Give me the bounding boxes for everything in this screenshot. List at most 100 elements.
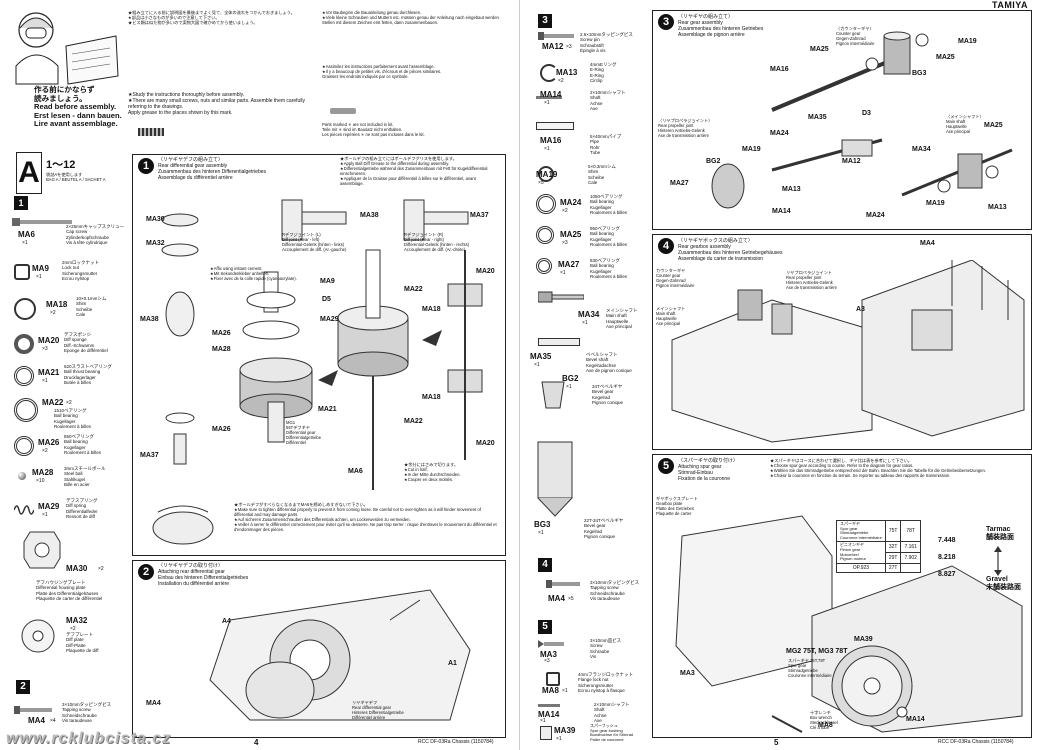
part-code: MA18	[46, 300, 68, 309]
part-code: MA35	[530, 352, 552, 361]
part-qty: ×2	[562, 208, 568, 214]
main-shaft-icon	[538, 291, 584, 303]
label-ma25-a: MA25	[810, 46, 829, 53]
table-cell: 29T	[884, 552, 902, 564]
label-ma8-s5: MA8	[818, 722, 833, 729]
part-qty: ×1	[22, 240, 28, 246]
part-desc: ベベルシャフト Bevel shaft Kegelradachse Axe de…	[586, 352, 632, 374]
table-col-78t: 78T	[900, 519, 921, 543]
label-d3: D3	[862, 110, 871, 117]
steel-ball-icon	[18, 472, 26, 480]
mid-part: MA24 ×2 1050ベアリング Ball bearing Kugellage…	[530, 194, 652, 224]
mid-part: MA25 ×3 950ベアリング Ball bearing Kugellager…	[530, 226, 652, 256]
shim-icon	[14, 298, 36, 320]
part-qty: ×1	[560, 270, 566, 276]
mid-part: MA13 ×2 4mmEリング E-Ring E-Ring Circlip	[530, 60, 652, 86]
part-desc: 950ベアリング Ball bearing Kugellager Rouleme…	[590, 226, 628, 248]
left-part: MA22 ×2 1510ベアリング Ball bearing Kugellage…	[0, 394, 130, 429]
label-a3: A3	[856, 306, 865, 313]
label-ma6: MA6	[348, 468, 363, 475]
part-code: MA8	[542, 686, 559, 695]
part-desc: 1050ベアリング Ball bearing Kugellager Roulem…	[590, 194, 628, 216]
bag5-part: MA3 ×3 3×10mm皿ビス Screw Schraube Vis	[532, 638, 652, 664]
page-number-left: 4	[254, 738, 259, 747]
part-qty: ×3	[562, 240, 568, 246]
page-number-right: 5	[774, 738, 779, 747]
flat-screw-icon	[538, 640, 564, 648]
part-qty: ×1	[538, 530, 544, 536]
grease-mark-icon	[138, 128, 164, 136]
footer-model-left: RCC DF-03Ra Chassis (1150784)	[418, 739, 494, 745]
mid-part: MA19 ×5 5×0.3mmシム Shim Scheibe Cale	[530, 164, 652, 194]
label-bg3: BG3	[912, 70, 927, 77]
shim-icon	[538, 166, 554, 182]
ball-bearing-icon	[14, 436, 34, 456]
counter-gear-label: 〈カウンターギヤ〉 Counter gear Gegen-Zahnrad Pig…	[836, 26, 875, 46]
lock-nut-icon	[14, 264, 30, 280]
table-pinion-header: ピニオンギヤ Pinion gear Motorritzel Pignon mo…	[836, 541, 886, 564]
part-code: MA20	[38, 336, 60, 345]
part-code: MA27	[558, 260, 580, 269]
part-code: MA12	[542, 42, 564, 51]
cut-note: ★余分にはさみで切ります。 ★Cut in half. ★In der Mitt…	[404, 462, 461, 482]
step-2-number: 2	[138, 564, 154, 580]
flange-nut-icon	[546, 672, 560, 686]
part-desc: 2mmロックナット Lock nut Sicherungsmutter Ecro…	[62, 260, 99, 282]
screw-pin-icon	[538, 32, 574, 40]
part-desc: 3×10mm皿ビス Screw Schraube Vis	[590, 638, 622, 660]
gearbox-plate-label: ギヤボックスプレート Gearbox plate Platte des Getr…	[656, 496, 698, 516]
part-desc: デフスポンジ Diff sponge Diff.-Schwamm Eponge …	[64, 332, 108, 354]
step-3-title: 〈リヤギヤの組み立て〉 Rear gear assembly Zusammenb…	[678, 14, 764, 38]
label-a4: A4	[222, 618, 231, 625]
part-qty: ×3	[566, 44, 572, 50]
part-code: MA32	[66, 616, 88, 625]
left-part: MA18 ×2 10×0.1mmシム Shim Scheibe Cale	[0, 292, 130, 326]
label-ma38-b: MA38	[140, 316, 159, 323]
label-ma19-b: MA19	[742, 146, 761, 153]
read-before-heading: 作る前にかならず 読みましょう。 Read before assembly. E…	[34, 85, 122, 129]
label-ma37-b: MA37	[140, 452, 159, 459]
part-qty: ×1	[566, 384, 572, 390]
part-code: MA26	[38, 438, 60, 447]
part-qty: ×2	[50, 310, 56, 316]
label-ma18-a: MA18	[422, 306, 441, 313]
step-5-title: 〈スパーギヤの取り付け〉 Attaching spur gear Stirnra…	[678, 458, 739, 482]
part-code: BG2	[562, 374, 579, 383]
e-ring-icon	[540, 64, 558, 82]
part-qty: ×1	[42, 378, 48, 384]
part-desc: 4mmEリング E-Ring E-Ring Circlip	[590, 62, 617, 84]
tighten-diagram	[152, 505, 214, 545]
part-qty: ×10	[36, 478, 45, 484]
intro-fr-notes: ★Assimilez les instructions parfaitement…	[322, 64, 442, 79]
label-ma25-c: MA25	[984, 122, 1003, 129]
label-mg-s5: MG2 75T, MG3 78T	[786, 648, 848, 655]
step-1-marker: 1	[14, 196, 28, 210]
spring-icon	[14, 505, 34, 515]
cap-screw-icon	[12, 218, 72, 226]
step-1-diagram	[161, 199, 483, 490]
tapping-screw-icon	[14, 706, 52, 714]
part-desc: 22T-34Tベベルギヤ Bevel gear Kegelrad Pignon …	[584, 518, 624, 540]
label-ma28: MA28	[212, 346, 231, 353]
bag5-part: MA39 ×1 スパーフッシュ Spur gear bushing Bundbu…	[532, 723, 652, 750]
label-ma13-b: MA13	[988, 204, 1007, 211]
label-ma34: MA34	[912, 146, 931, 153]
step-1-grease-note: ★ボールデフの組み立てにはボールデフグリスを使用します。 ★Apply Ball…	[340, 156, 488, 186]
label-ma32: MA32	[146, 240, 165, 247]
not-included-note: Parts marked ✳ are not included in kit. …	[322, 122, 425, 137]
label-ma20-b: MA20	[476, 440, 495, 447]
part-qty: ×1	[556, 736, 562, 742]
part-code: MA13	[556, 68, 578, 77]
part-qty: ×1	[540, 718, 546, 724]
step-1-number: 1	[138, 158, 154, 174]
part-qty: ×2	[70, 626, 76, 632]
step-5-marker: 5	[538, 620, 552, 634]
mid-part: MA35 ×1 ベベルシャフト Bevel shaft Kegelradachs…	[530, 334, 652, 374]
step-4-diagram	[671, 260, 1025, 443]
part-desc: 4mmフランジロックナット Flange lock nut Sicherungs…	[578, 672, 633, 694]
left-part: MA28 ×10 3mmスチールボール Steel ball Stahlkuge…	[0, 466, 130, 494]
bag5-part: MA14 ×1 2×10mmシャフト Shaft Achse Axe	[532, 702, 652, 724]
page-divider	[519, 0, 520, 750]
table-col-75t: 75T	[884, 519, 902, 543]
part-qty: ×1	[42, 512, 48, 518]
